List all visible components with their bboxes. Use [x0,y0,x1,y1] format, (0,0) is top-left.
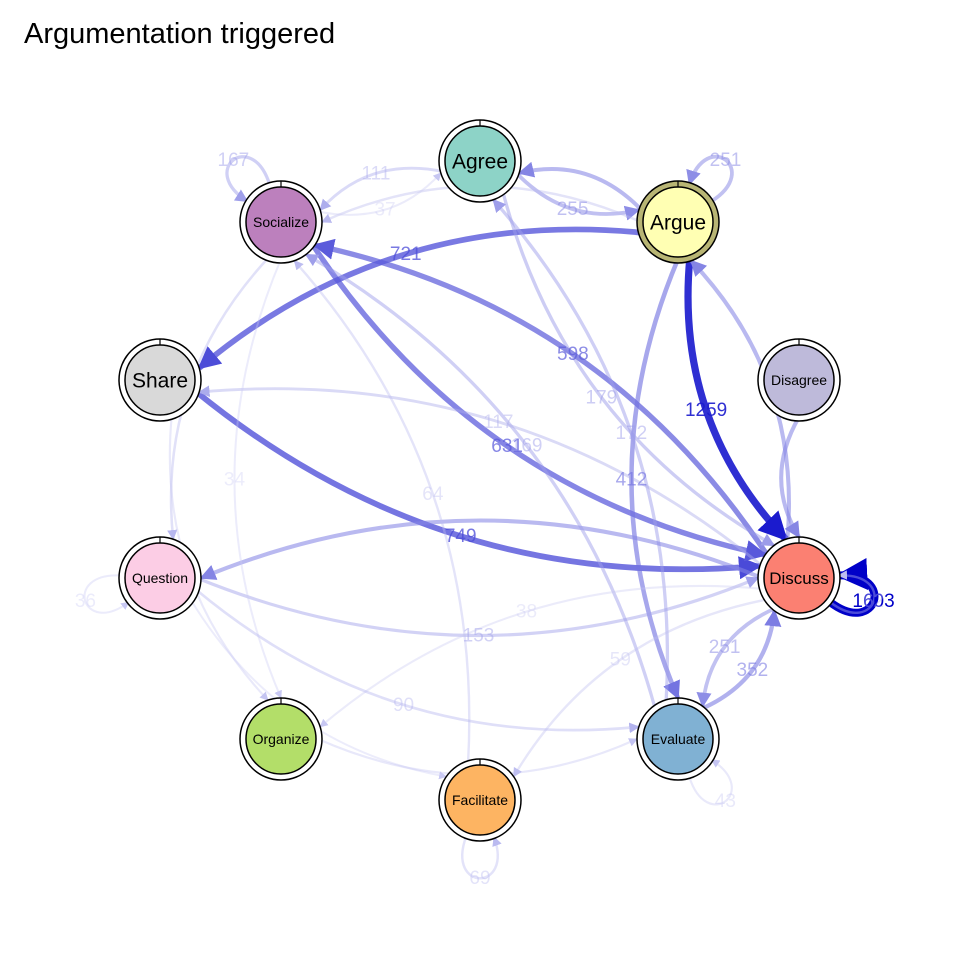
edge-label-discuss-to-organize: 38 [516,602,537,623]
edge-discuss-to-discuss [827,558,879,617]
node-label-facilitate: Facilitate [452,792,508,808]
edge-label-question-to-evaluate: 90 [393,695,414,716]
node-organize[interactable]: Organize [239,697,323,781]
node-agree[interactable]: Agree [438,119,522,203]
edge-argue-to-agree [517,161,645,213]
edge-label-discuss-to-evaluate: 251 [709,637,741,658]
edge-label-facilitate-to-socialize: 64 [422,484,444,505]
node-discuss[interactable]: Discuss [757,536,841,620]
node-label-organize: Organize [253,731,310,747]
edge-label-evaluate-to-evaluate: 43 [715,791,736,812]
edge-agree-to-discuss [500,189,776,547]
node-question[interactable]: Question [118,536,202,620]
edge-label-discuss-to-socialize: 598 [557,344,589,365]
node-evaluate[interactable]: Evaluate [636,697,720,781]
edge-label-agree-to-discuss: 179 [586,387,618,408]
edge-agree-to-argue [513,170,641,221]
edge-discuss-to-question [199,518,763,580]
edge-label-evaluate-to-discuss: 352 [737,660,769,681]
edge-label-socialize-to-agree: 37 [374,200,395,221]
edge-evaluate-to-socialize [304,253,658,711]
edge-label-agree-to-argue: 255 [557,199,589,220]
node-label-share: Share [132,370,188,393]
edge-facilitate-to-facilitate [461,836,502,880]
edge-discuss-to-evaluate [696,605,778,708]
edge-question-to-question [83,574,130,614]
edge-label-discuss-to-share: 117 [483,412,513,433]
edge-discuss-to-discuss [829,570,876,614]
edge-question-to-discuss [196,576,760,637]
edge-label-argue-to-argue: 251 [710,150,742,171]
edge-label-argue-to-evaluate: 412 [616,470,648,491]
node-argue[interactable]: Argue [636,180,720,264]
edge-argue-to-evaluate [629,258,681,700]
edge-label-argue-to-share: 721 [390,244,422,265]
node-label-disagree: Disagree [771,372,827,388]
edge-evaluate-to-evaluate [688,758,733,806]
node-label-agree: Agree [452,151,508,174]
edge-socialize-to-socialize [225,155,272,203]
edge-socialize-to-agree [316,172,442,216]
edge-label-question-to-discuss: 153 [463,626,495,647]
edge-label-facilitate-to-facilitate: 69 [469,868,490,889]
edge-label-discuss-to-discuss: 1603 [852,591,894,612]
edge-label-share-to-discuss: 749 [445,526,477,547]
node-socialize[interactable]: Socialize [239,180,323,264]
edge-label-question-to-question: 36 [75,591,96,612]
edge-share-to-discuss [193,388,763,580]
node-label-argue: Argue [650,212,706,235]
edge-label-discuss-to-discuss: 62 [863,591,884,612]
edge-disagree-to-discuss [779,415,801,539]
edge-facilitate-to-socialize [293,259,471,766]
edge-label-argue-to-discuss: 1259 [685,400,727,421]
node-disagree[interactable]: Disagree [757,338,841,422]
edge-label-evaluate-to-agree: 172 [615,423,647,444]
node-label-evaluate: Evaluate [651,731,706,747]
edge-argue-to-share [197,226,643,371]
edge-socialize-to-organize [233,258,282,699]
node-share[interactable]: Share [118,338,202,422]
node-label-discuss: Discuss [769,569,829,588]
chart-title: Argumentation triggered [24,18,336,50]
node-label-question: Question [132,570,188,586]
edge-label-evaluate-to-socialize: 169 [511,436,543,457]
edge-discuss-to-facilitate [512,597,769,778]
edge-socialize-to-discuss [309,241,768,562]
node-label-socialize: Socialize [253,214,309,230]
edge-label-socialize-to-socialize: 167 [218,150,250,171]
edge-discuss-to-organize [319,584,764,728]
edge-argue-to-argue [686,154,734,203]
node-facilitate[interactable]: Facilitate [438,758,522,842]
edge-question-to-evaluate [194,587,640,734]
edge-label-discuss-to-facilitate: 59 [610,650,631,671]
edge-label-agree-to-socialize: 111 [362,163,391,184]
edge-label-socialize-to-organize: 34 [224,470,246,491]
edge-agree-to-socialize [319,166,445,211]
edge-argue-to-discuss [684,256,789,542]
edge-label-socialize-to-discuss: 631 [491,436,523,457]
edge-evaluate-to-agree [492,198,670,705]
edge-evaluate-to-discuss [699,609,782,712]
edge-discuss-to-share [198,385,765,569]
